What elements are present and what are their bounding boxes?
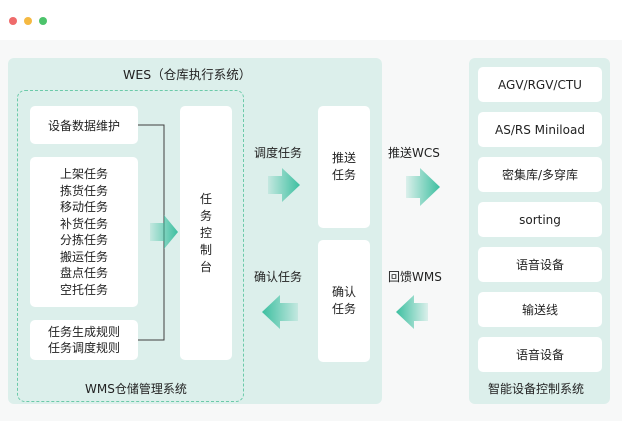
device-item-card: AS/RS Miniload xyxy=(478,112,602,147)
task-list-card: 上架任务 拣货任务 移动任务 补货任务 分拣任务 搬运任务 盘点任务 空托任务 xyxy=(30,157,138,307)
rules-card: 任务生成规则 任务调度规则 xyxy=(30,320,138,360)
confirm-line: 任务 xyxy=(331,302,356,316)
device-maintenance-card: 设备数据维护 xyxy=(30,106,138,144)
console-char: 务 xyxy=(199,208,212,223)
push-task-label: 推送 任务 xyxy=(332,150,356,184)
task-item: 空托任务 xyxy=(59,282,108,297)
wms-system-label: WMS仓储管理系统 xyxy=(85,382,187,396)
arrow-right-icon xyxy=(406,168,440,206)
push-line: 任务 xyxy=(331,168,356,182)
device-item: AS/RS Miniload xyxy=(495,122,585,137)
rule-item: 任务生成规则 xyxy=(47,324,120,339)
task-list: 上架任务 拣货任务 移动任务 补货任务 分拣任务 搬运任务 盘点任务 空托任务 xyxy=(60,166,108,298)
task-console-card: 任 务 控 制 台 xyxy=(180,106,232,360)
arrow-right-icon xyxy=(150,215,178,249)
confirm-line: 确认 xyxy=(331,285,356,299)
maximize-dot[interactable] xyxy=(39,17,47,25)
device-item: 语音设备 xyxy=(515,258,564,272)
device-item-card: sorting xyxy=(478,202,602,237)
device-item-card: 输送线 xyxy=(478,292,602,327)
device-item: 语音设备 xyxy=(515,348,564,362)
rule-item: 任务调度规则 xyxy=(47,341,120,355)
confirm-task-box-label: 确认 任务 xyxy=(332,284,356,318)
feedback-wms-label: 回馈WMS xyxy=(388,270,442,284)
device-item-card: AGV/RGV/CTU xyxy=(478,67,602,102)
push-line: 推送 xyxy=(331,151,356,165)
console-char: 台 xyxy=(199,259,212,274)
close-dot[interactable] xyxy=(9,17,17,25)
arrow-right-icon xyxy=(268,168,300,202)
device-item-card: 语音设备 xyxy=(478,337,602,372)
push-task-card: 推送 任务 xyxy=(318,106,370,228)
console-char: 任 xyxy=(199,191,212,206)
task-item: 补货任务 xyxy=(59,216,108,231)
confirm-task-label: 确认任务 xyxy=(254,270,303,284)
device-control-title: 智能设备控制系统 xyxy=(488,382,585,396)
wms-dashed-group xyxy=(17,90,244,402)
confirm-task-card: 确认 任务 xyxy=(318,240,370,362)
device-item: 输送线 xyxy=(521,303,558,317)
device-item-card: 密集库/多穿库 xyxy=(478,157,602,192)
device-maintenance-label: 设备数据维护 xyxy=(47,118,120,133)
arrow-left-icon xyxy=(262,295,298,329)
rules-list: 任务生成规则 任务调度规则 xyxy=(48,324,120,357)
wes-title: WES（仓库执行系统） xyxy=(123,67,252,82)
console-char: 控 xyxy=(199,225,212,240)
task-item: 盘点任务 xyxy=(59,266,108,280)
push-wcs-label: 推送WCS xyxy=(388,146,440,160)
task-item: 拣货任务 xyxy=(59,183,108,198)
task-item: 上架任务 xyxy=(59,167,108,181)
dispatch-task-label: 调度任务 xyxy=(254,146,303,160)
minimize-dot[interactable] xyxy=(24,17,32,25)
arrow-left-icon xyxy=(396,295,428,329)
console-char: 制 xyxy=(199,242,212,257)
device-item-card: 语音设备 xyxy=(478,247,602,282)
window-titlebar xyxy=(0,0,622,40)
task-item: 搬运任务 xyxy=(59,249,108,264)
task-console-label: 任 务 控 制 台 xyxy=(200,191,212,276)
device-item: AGV/RGV/CTU xyxy=(498,77,582,92)
task-item: 移动任务 xyxy=(59,200,108,214)
device-item: sorting xyxy=(519,212,561,227)
task-item: 分拣任务 xyxy=(59,233,108,247)
device-item: 密集库/多穿库 xyxy=(501,168,579,182)
